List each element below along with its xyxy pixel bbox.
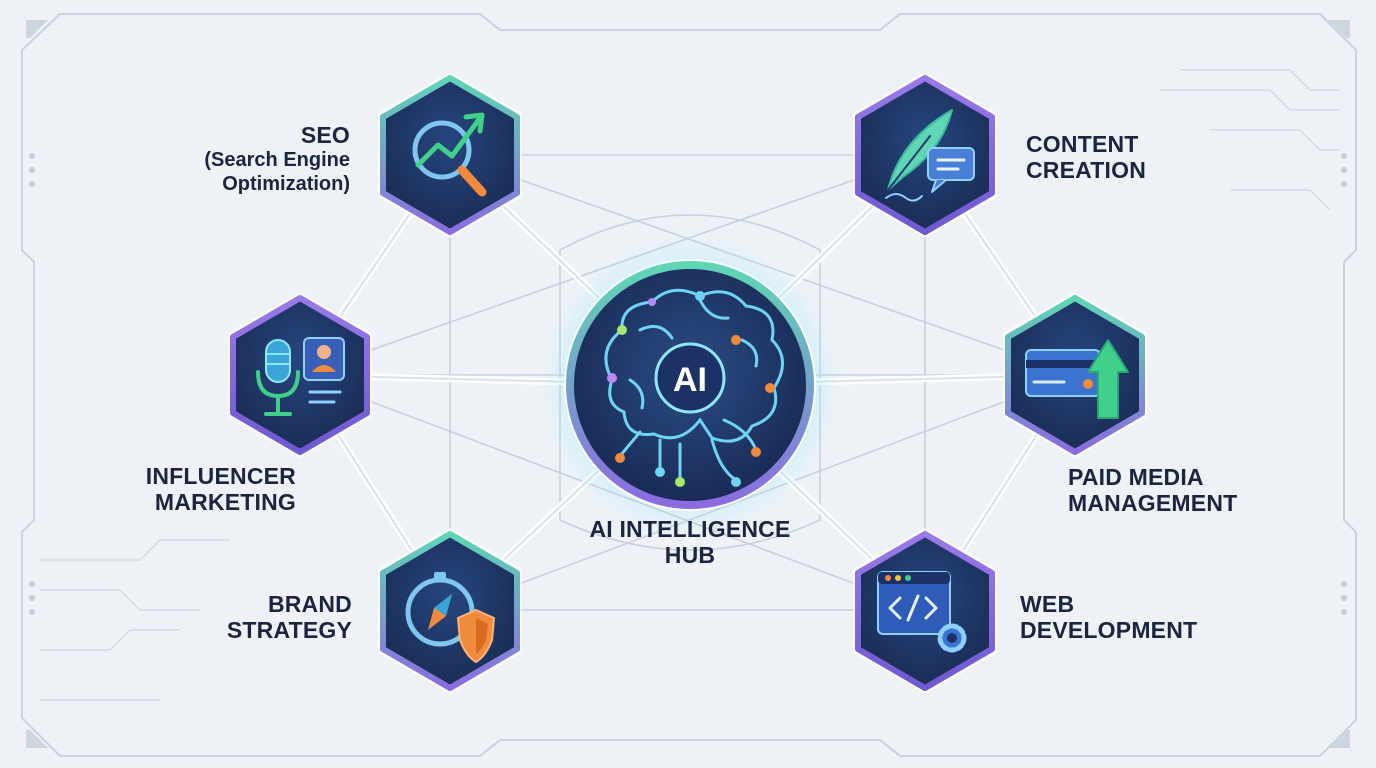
label-web-line1: WEB <box>1020 591 1075 617</box>
label-seo-sub1: (Search Engine <box>204 149 350 171</box>
label-hub-line2: HUB <box>664 542 716 568</box>
label-brand-line1: BRAND <box>267 591 352 617</box>
compass-shield-icon <box>405 572 495 663</box>
card-arrow-icon <box>1025 339 1129 419</box>
tech-frame <box>21 13 1357 757</box>
ai-badge-text: AI <box>673 361 707 399</box>
brain-nodes <box>607 291 775 487</box>
label-content-line2: CREATION <box>1026 157 1147 183</box>
quill-chat-icon <box>885 109 975 202</box>
label-content-line1: CONTENT <box>1026 131 1139 157</box>
label-paid-media: PAID MEDIA MANAGEMENT <box>1068 464 1288 516</box>
label-influencer-marketing: INFLUENCER MARKETING <box>100 463 296 515</box>
label-paid-line2: MANAGEMENT <box>1068 490 1238 516</box>
label-influencer-line1: INFLUENCER <box>145 463 296 489</box>
node-brand-strategy[interactable] <box>378 528 522 694</box>
label-brand-strategy: BRAND STRATEGY <box>180 591 352 643</box>
label-influencer-line2: MARKETING <box>154 489 296 515</box>
label-paid-line1: PAID MEDIA <box>1068 464 1204 490</box>
label-seo-title: SEO <box>300 122 350 148</box>
label-hub-line1: AI INTELLIGENCE <box>589 516 791 542</box>
label-web-development: WEB DEVELOPMENT <box>1020 591 1240 643</box>
ai-hub[interactable]: AI <box>540 235 840 535</box>
node-web-development[interactable] <box>853 528 997 694</box>
node-influencer-marketing[interactable] <box>228 292 372 458</box>
ai-badge <box>654 342 726 414</box>
node-content-creation[interactable] <box>853 72 997 238</box>
node-paid-media[interactable] <box>1003 292 1147 458</box>
microphone-profile-icon <box>256 337 345 416</box>
label-ai-hub: AI INTELLIGENCE HUB <box>560 516 820 568</box>
magnifier-trend-icon <box>412 112 487 197</box>
label-seo: SEO (Search Engine Optimization) <box>190 122 350 196</box>
label-web-line2: DEVELOPMENT <box>1020 617 1198 643</box>
code-window-gear-icon <box>877 571 967 653</box>
label-brand-line2: STRATEGY <box>226 617 352 643</box>
node-seo[interactable] <box>378 72 522 238</box>
label-seo-sub2: Optimization) <box>222 173 350 195</box>
label-content-creation: CONTENT CREATION <box>1026 131 1226 183</box>
